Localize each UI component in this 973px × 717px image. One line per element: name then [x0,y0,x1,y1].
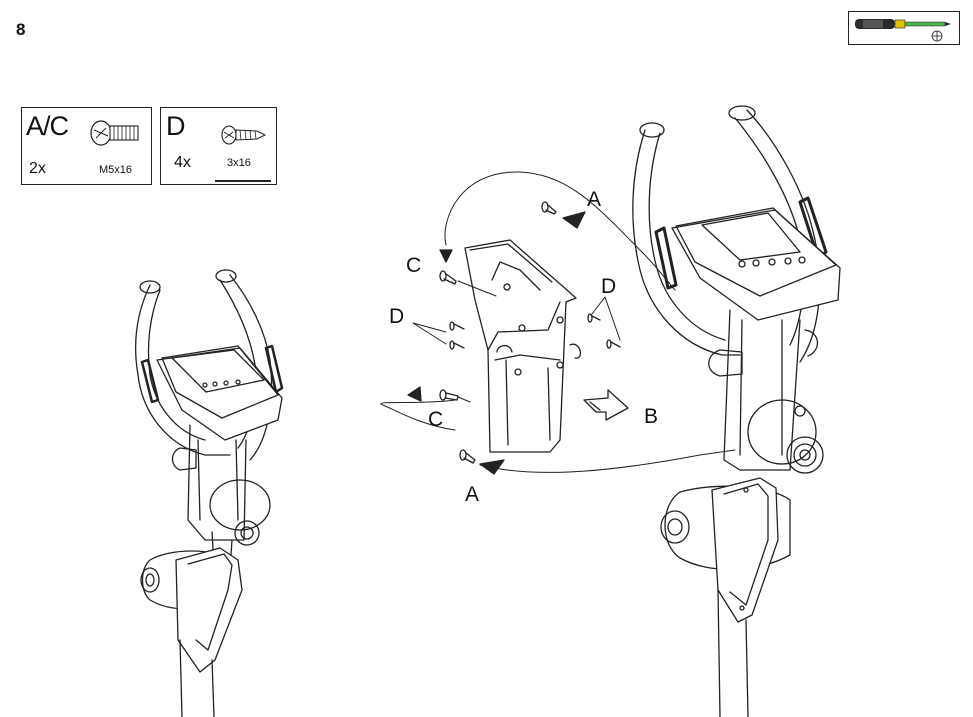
bike-large-illustration [632,105,841,717]
self-tapping-screw-icon [221,125,267,145]
arrow-head-a-top-icon [562,211,586,229]
machine-screw-icon [90,120,139,146]
part-size-d: 3x16 [227,157,251,169]
step-number: 8 [16,20,26,39]
part-box-d: D 4x 3x16 [160,107,277,185]
part-box-ac: A/C 2x M5x16 [21,107,152,185]
label-b: B [644,405,659,428]
screw-c-bottom-icon [439,389,459,401]
arrow-head-c-bottom-icon [407,386,422,402]
part-qty-ac: 2x [29,160,46,177]
screw-d-right-1-icon [587,313,601,323]
leader-lines [380,171,736,473]
part-size-ac: M5x16 [99,164,133,176]
arrow-b-icon [583,389,629,421]
label-d-left: D [389,305,405,328]
screw-d-left-1-icon [449,321,465,331]
screw-d-right-2-icon [606,339,621,349]
label-d-right: D [601,275,617,298]
phillips-screwdriver-icon [855,19,951,42]
label-a-bottom: A [465,483,480,506]
label-a-top: A [587,188,602,211]
part-qty-d: 4x [174,154,191,171]
label-c-bottom: C [428,408,444,431]
part-code-ac: A/C [26,111,69,141]
screw-c-top-icon [439,270,457,285]
label-c-top: C [406,254,422,277]
arrow-head-c-top-icon [439,249,453,263]
bike-small-illustration [135,269,284,717]
arrow-head-a-bottom-icon [479,459,505,475]
part-underline [215,180,271,182]
screw-a-top-icon [541,201,557,215]
part-code-d: D [166,111,185,141]
screw-d-left-2-icon [449,340,465,350]
screw-a-bottom-icon [459,449,476,464]
rear-cover-part [464,239,582,453]
tool-box [848,11,960,45]
